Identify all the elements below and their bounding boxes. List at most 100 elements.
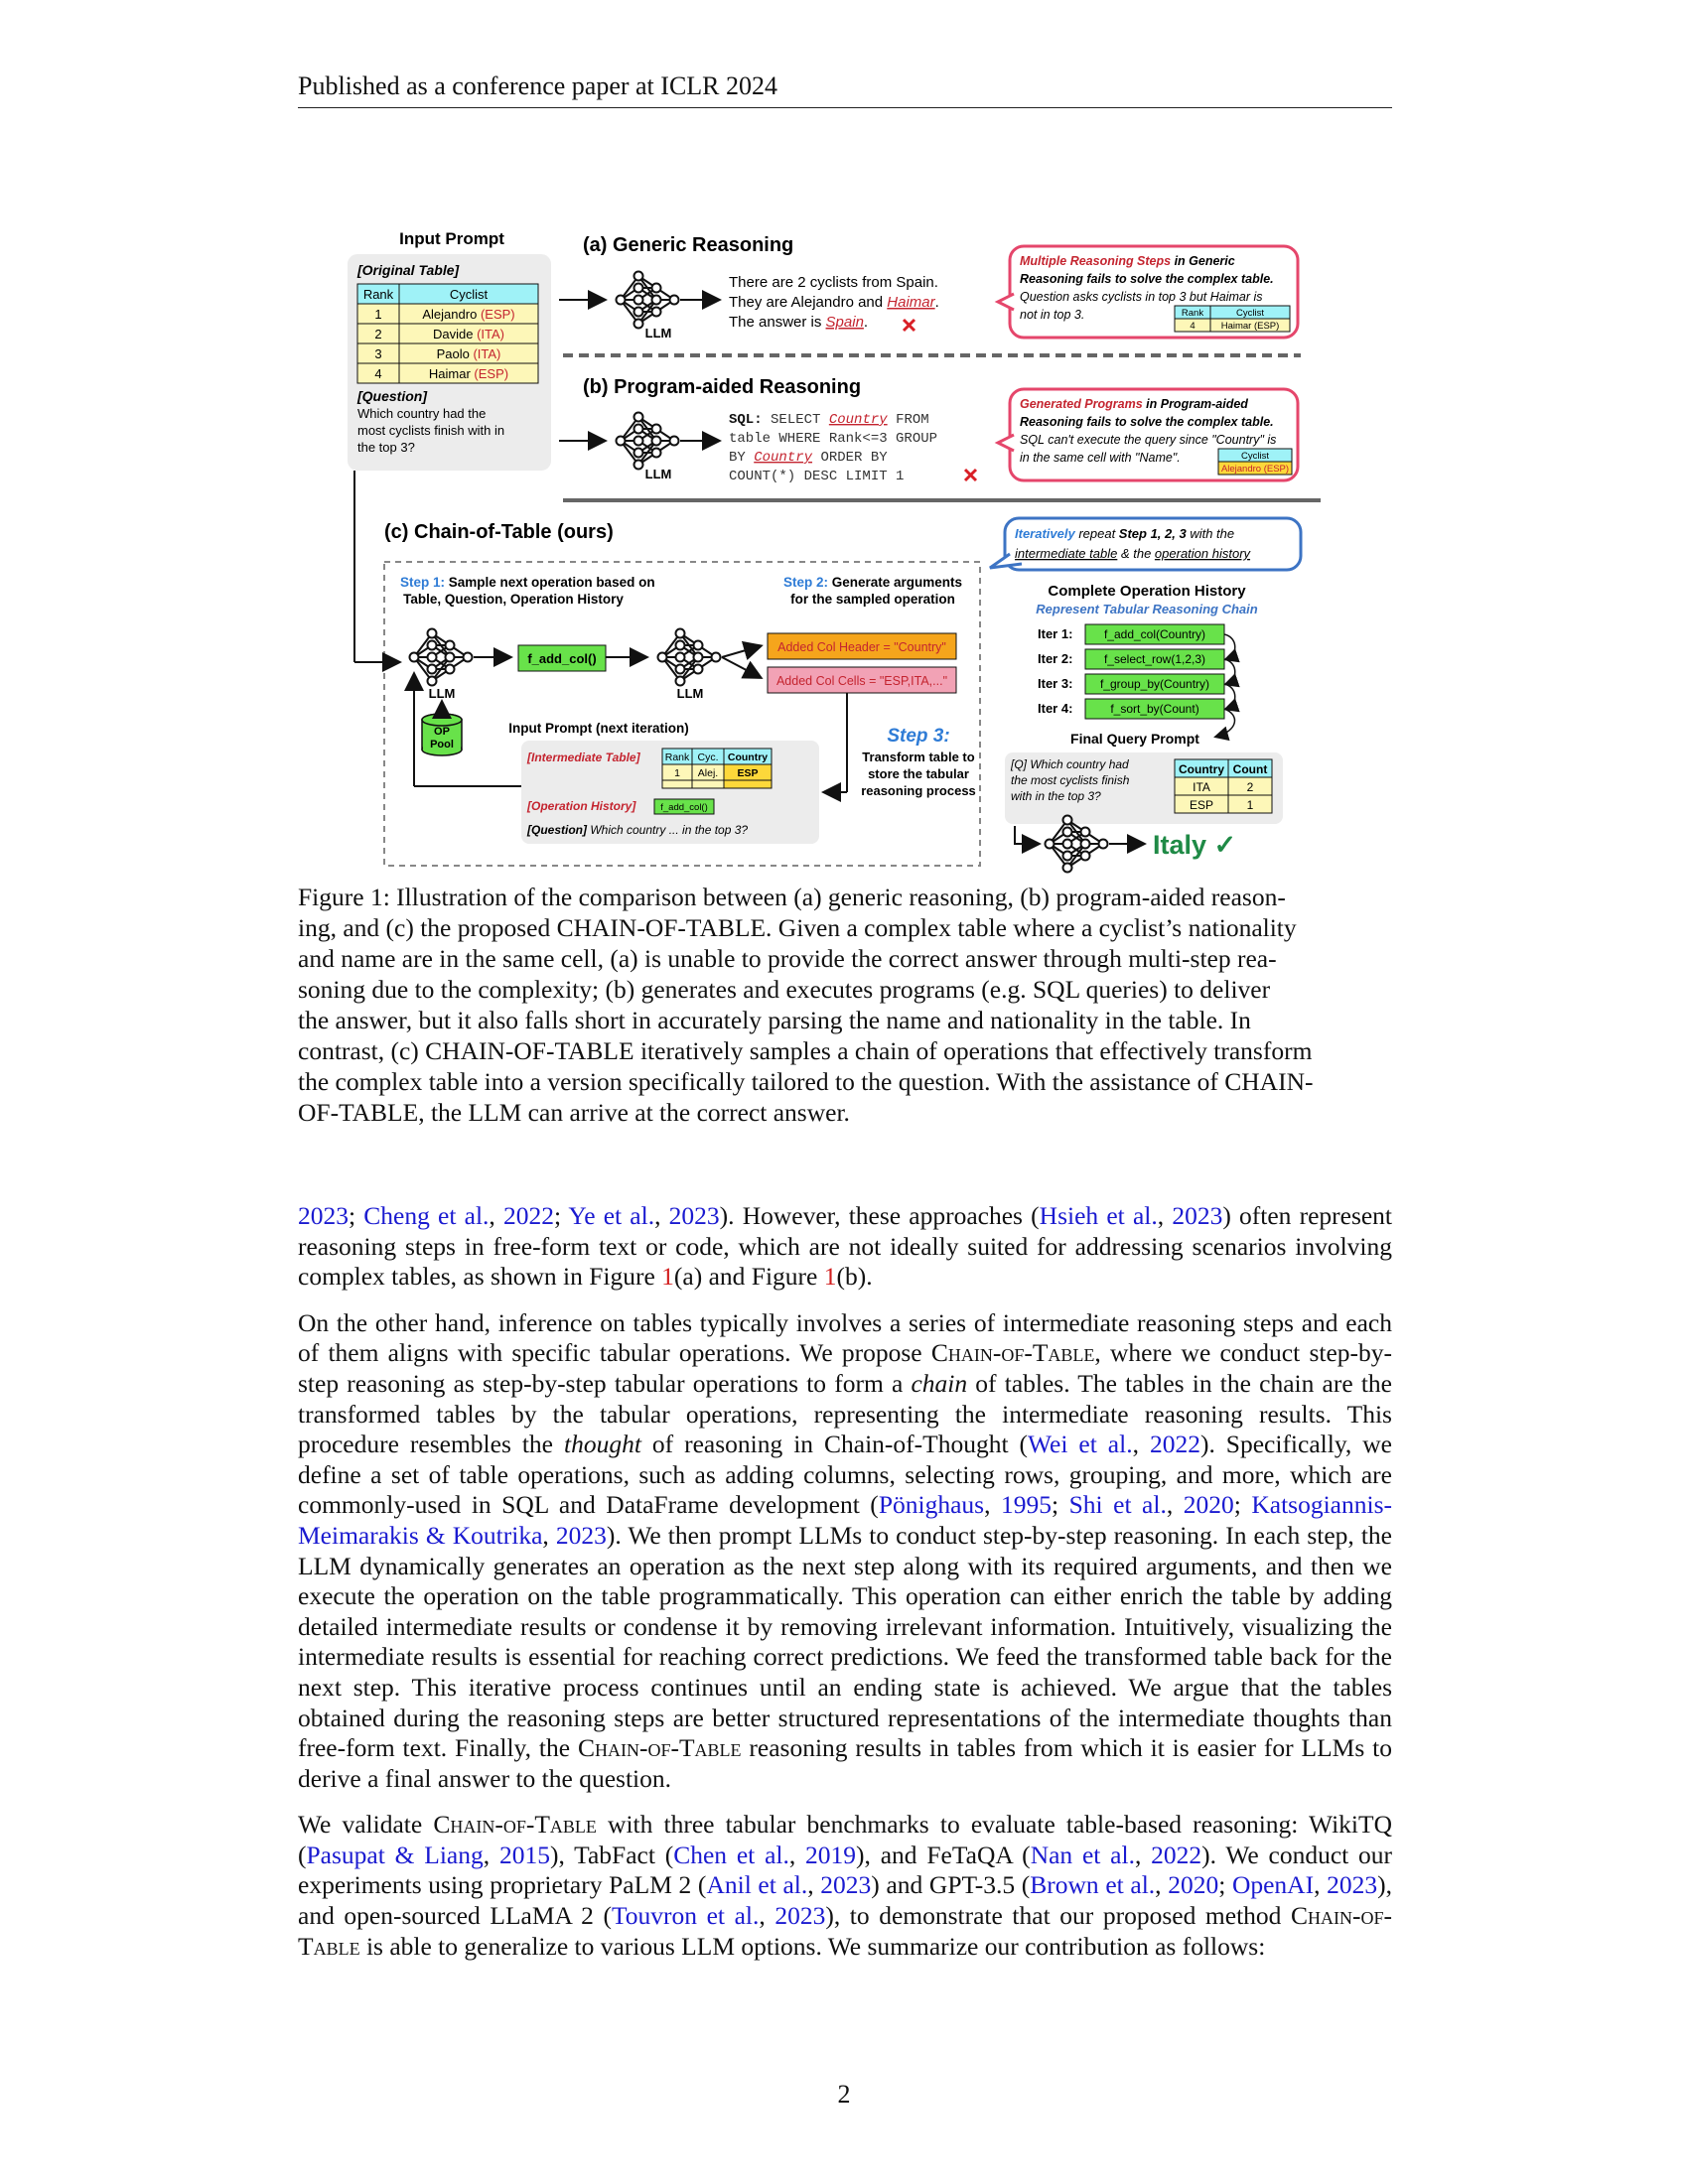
method-name: Chain-of-Table — [298, 1901, 1393, 1961]
method-name: Chain-of-Table — [930, 1338, 1095, 1368]
text-run: , — [1157, 1201, 1173, 1230]
llm-network-icon — [1044, 814, 1109, 874]
emphasis: chain — [911, 1368, 968, 1398]
text-run: , — [489, 1201, 503, 1230]
section-b-title: (b) Program-aided Reasoning — [583, 376, 861, 398]
citation-link[interactable]: 2020 — [1183, 1490, 1234, 1520]
text-run: (a) and Figure — [673, 1262, 824, 1292]
citation-link[interactable]: 2022 — [1151, 1840, 1202, 1869]
table-cyclist: Alejandro (ESP) — [422, 307, 514, 322]
text-run: ; — [554, 1201, 569, 1230]
final-cell: 2 — [1247, 780, 1254, 794]
figure-ref-link[interactable]: 1 — [661, 1262, 674, 1292]
citation-link[interactable]: Chen et al. — [673, 1840, 789, 1869]
citation-link[interactable]: 2022 — [503, 1201, 554, 1230]
final-question: with in the top 3? — [1011, 789, 1101, 803]
citation-link[interactable]: OpenAI — [1231, 1870, 1315, 1900]
final-answer: Italy ✓ — [1153, 830, 1236, 860]
arg-col-cells-label: Added Col Cells = "ESP,ITA,..." — [776, 674, 947, 688]
text-run: , — [807, 1870, 821, 1900]
llm-network-icon — [408, 627, 474, 687]
text-run: ). Specifically, we define a set of tabl… — [298, 1430, 1393, 1520]
step2-text: for the sampled operation — [790, 592, 955, 607]
text-run: We validate — [298, 1810, 434, 1840]
figure-ref-link[interactable]: 1 — [823, 1262, 837, 1292]
citation-link[interactable]: Brown et al. — [1030, 1870, 1156, 1900]
llm-label: LLM — [429, 686, 456, 701]
text-run: with three tabular benchmarks to evaluat… — [298, 1810, 1392, 1869]
text-run: , — [788, 1840, 806, 1869]
citation-link[interactable]: Pasupat & Liang — [306, 1840, 484, 1869]
caption-line: ing, and (c) the proposed CHAIN-OF-TABLE… — [298, 913, 1297, 942]
citation-link[interactable]: Katsogiannis-Meimarakis & Koutrika — [298, 1490, 1393, 1550]
text-run: (b). — [836, 1262, 873, 1292]
citation-link[interactable]: 2023 — [555, 1520, 607, 1550]
text-run: ), and FeTaQA ( — [856, 1840, 1031, 1869]
table-rank: 1 — [374, 307, 381, 322]
intermediate-header: Cyc. — [698, 751, 719, 763]
llm-network-icon — [615, 270, 680, 330]
citation-link[interactable]: Wei et al. — [1028, 1430, 1133, 1459]
history-op-chip — [653, 798, 715, 815]
mini-header: Rank — [1182, 308, 1203, 319]
step3-text: reasoning process — [861, 783, 976, 798]
table-header-cyclist: Cyclist — [450, 287, 489, 302]
citation-link[interactable]: Anil et al. — [706, 1870, 808, 1900]
history-title: Complete Operation History — [1048, 583, 1246, 600]
citation-link[interactable]: Shi et al. — [1068, 1490, 1167, 1520]
op-pool-label: OP — [434, 726, 450, 738]
citation-link[interactable]: 2023 — [298, 1201, 349, 1230]
sql-code: SQL: SELECT Country FROM table WHERE Ran… — [729, 412, 937, 484]
citation-link[interactable]: 2015 — [498, 1840, 550, 1869]
final-header: Country — [1179, 762, 1224, 776]
step3-text: Transform table to — [862, 750, 974, 764]
text-run: , — [984, 1490, 1001, 1520]
caption-line: the answer, but it also falls short in a… — [298, 1006, 1251, 1034]
caption-line: and name are in the same cell, (a) is un… — [298, 944, 1277, 973]
question-line: most cyclists finish with in — [357, 423, 504, 438]
iteration-note-text: Iteratively repeat Step 1, 2, 3 with the — [1015, 526, 1234, 541]
caption-line: the complex table into a version specifi… — [298, 1067, 1314, 1096]
citation-link[interactable]: 2022 — [1149, 1430, 1200, 1459]
citation-link[interactable]: Touvron et al. — [611, 1901, 760, 1931]
citation-link[interactable]: 2023 — [820, 1870, 872, 1900]
caption-line: OF-TABLE, the LLM can arrive at the corr… — [298, 1098, 850, 1127]
operation-history-label: [Operation History] — [526, 799, 636, 813]
step2-text: Step 2: Generate arguments — [783, 575, 962, 590]
citation-link[interactable]: 1995 — [1000, 1490, 1052, 1520]
next-prompt-title: Input Prompt (next iteration) — [508, 721, 689, 736]
sampled-operation — [517, 644, 607, 672]
citation-link[interactable]: 2023 — [668, 1201, 720, 1230]
citation-link[interactable]: 2020 — [1168, 1870, 1219, 1900]
citation-link[interactable]: 2023 — [1327, 1870, 1378, 1900]
text-run: ) often represent reasoning steps in fre… — [298, 1201, 1393, 1292]
citation-link[interactable]: Pönighaus — [878, 1490, 985, 1520]
text-run: ). We conduct our experiments using prop… — [298, 1840, 1393, 1900]
citation-link[interactable]: Cheng et al. — [363, 1201, 490, 1230]
iter-op: f_sort_by(Count) — [1110, 702, 1198, 716]
citation-link[interactable]: 2023 — [1172, 1201, 1223, 1230]
caption-line: soning due to the complexity; (b) genera… — [298, 975, 1271, 1004]
citation-link[interactable]: 2019 — [805, 1840, 857, 1869]
note-text: Question asks cyclists in top 3 but Haim… — [1020, 290, 1263, 304]
citation-link[interactable]: Hsieh et al. — [1039, 1201, 1158, 1230]
intermediate-table-label: [Intermediate Table] — [526, 751, 641, 764]
citation-link[interactable]: 2023 — [774, 1901, 826, 1931]
iter-label: Iter 3: — [1038, 676, 1072, 691]
step1-text: Step 1: Sample next operation based on — [400, 575, 655, 590]
svg-text:COUNT(*) DESC LIMIT 1: COUNT(*) DESC LIMIT 1 — [729, 469, 904, 484]
final-cell: 1 — [1247, 798, 1254, 812]
text-run: ; — [349, 1201, 364, 1230]
text-run: ; — [1218, 1870, 1232, 1900]
citation-link[interactable]: Nan et al. — [1030, 1840, 1135, 1869]
citation-link[interactable]: Ye et al. — [568, 1201, 655, 1230]
iter-op: f_group_by(Country) — [1100, 677, 1209, 691]
text-run: , where we conduct step-by-step reasonin… — [298, 1338, 1392, 1398]
text-run: is able to generalize to various LLM opt… — [359, 1931, 1266, 1961]
input-prompt-title: Input Prompt — [399, 229, 504, 248]
note-title: Multiple Reasoning Steps in Generic — [1020, 254, 1235, 268]
table-rank: 4 — [374, 366, 381, 381]
mini-header: Cyclist — [1236, 308, 1264, 319]
intermediate-header: Rank — [665, 751, 690, 763]
arg-col-header-label: Added Col Header = "Country" — [777, 640, 946, 654]
